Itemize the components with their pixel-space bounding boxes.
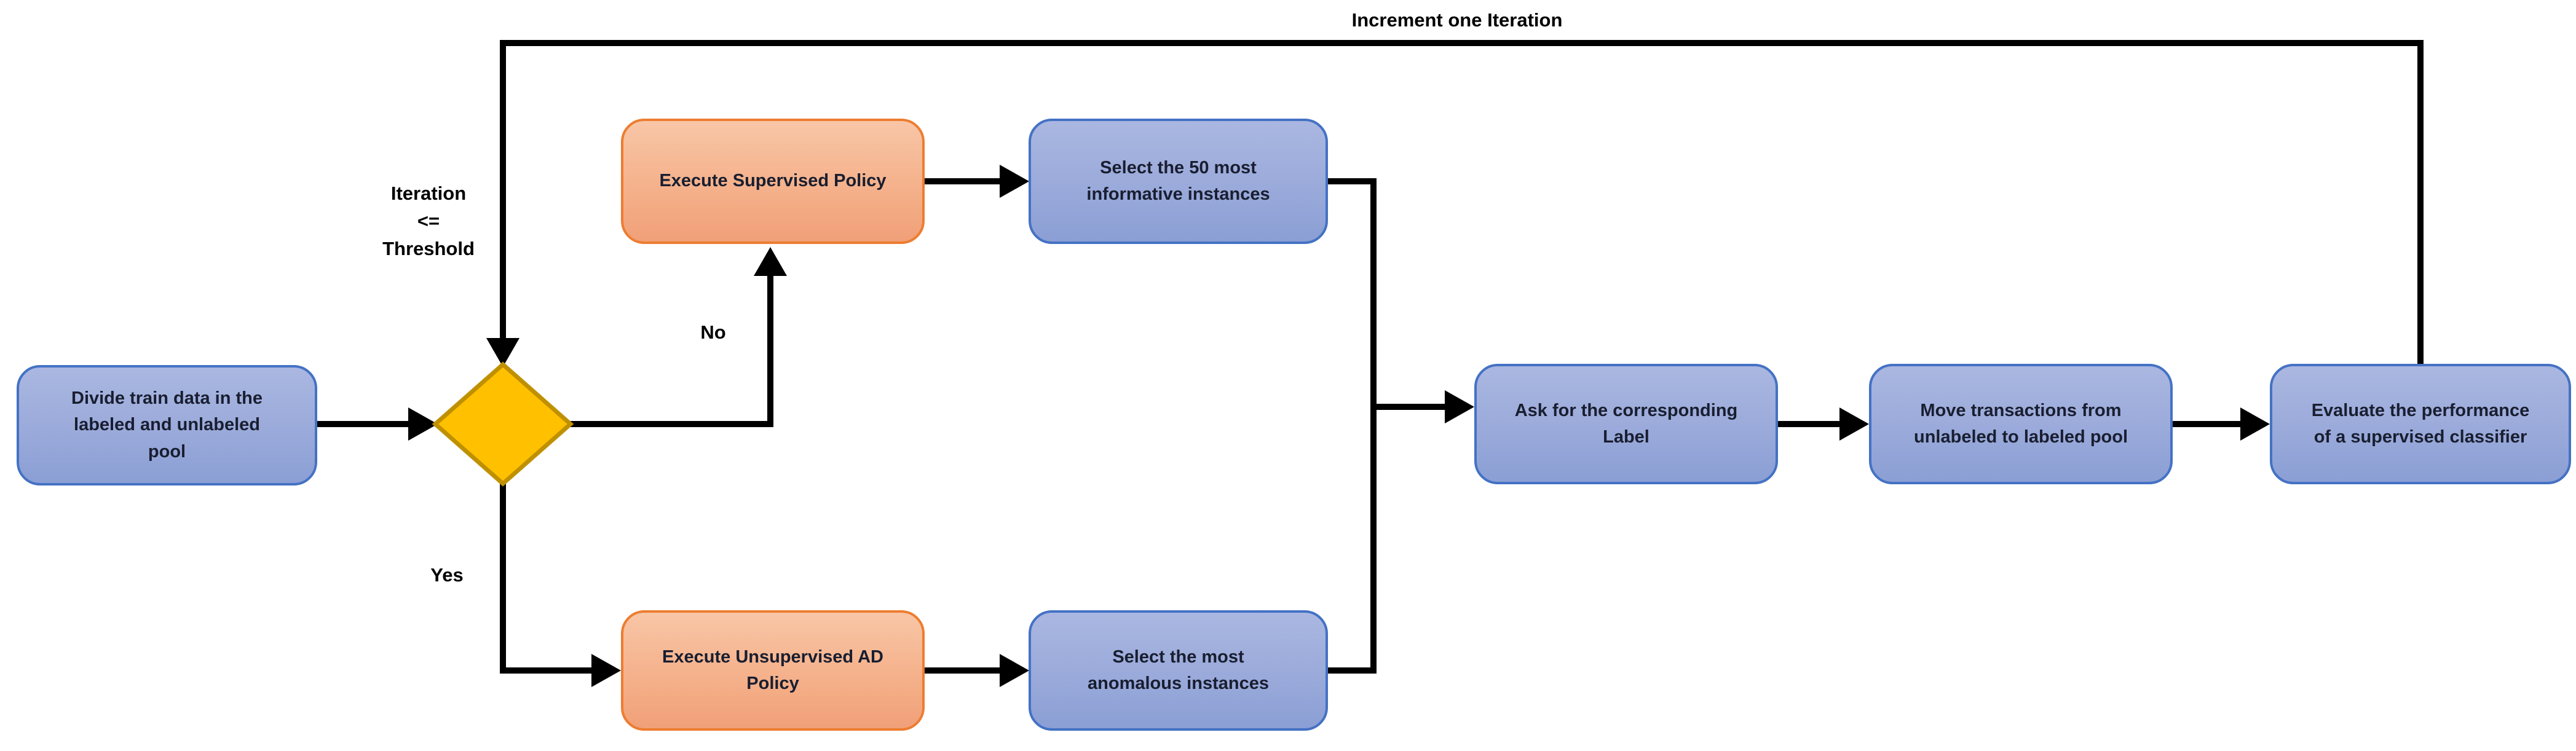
condition-label: Iteration <= Threshold <box>382 183 475 259</box>
edge-no-branch <box>567 247 787 427</box>
arrowhead-down-icon <box>486 338 520 367</box>
edge-merge <box>1328 178 1377 674</box>
node-label: Execute Unsupervised AD Policy <box>662 647 883 694</box>
node-label: Divide train data in the labeled and unl… <box>71 388 263 462</box>
node-execute-unsupervised-ad-policy: Execute Unsupervised AD Policy <box>621 610 925 731</box>
node-move-transactions: Move transactions from unlabeled to labe… <box>1869 364 2173 484</box>
arrowhead-right-icon <box>1000 165 1029 198</box>
edge-divide-to-decision <box>317 407 438 441</box>
node-label: Select the 50 most informative instances <box>1086 157 1270 205</box>
edge-yes-branch <box>500 481 621 687</box>
arrowhead-right-icon <box>591 654 621 687</box>
arrowhead-right-icon <box>1445 390 1474 423</box>
node-select-informative-instances: Select the 50 most informative instances <box>1029 119 1328 244</box>
arrowhead-right-icon <box>1000 654 1029 687</box>
node-label: Move transactions from unlabeled to labe… <box>1913 400 2128 447</box>
edge-unsupervised-to-select <box>925 654 1029 687</box>
edge-loop-back <box>486 40 2424 367</box>
loop-edge-label: Increment one Iteration <box>1351 9 1563 31</box>
yes-branch-label: Yes <box>430 564 464 586</box>
no-branch-label: No <box>700 321 726 343</box>
arrowhead-up-icon <box>754 247 787 276</box>
arrowhead-right-icon <box>408 407 438 441</box>
edge-merge-to-ask <box>1373 390 1474 423</box>
edge-move-to-evaluate <box>2173 407 2270 441</box>
node-label: Evaluate the performance of a supervised… <box>2311 400 2530 447</box>
edge-ask-to-move <box>1778 407 1869 441</box>
node-label: Select the most anomalous instances <box>1088 647 1269 694</box>
node-divide-train-data: Divide train data in the labeled and unl… <box>17 365 317 486</box>
node-label: Execute Supervised Policy <box>659 171 887 191</box>
node-execute-supervised-policy: Execute Supervised Policy <box>621 119 925 244</box>
arrowhead-right-icon <box>1839 407 1869 441</box>
node-label: Ask for the corresponding Label <box>1514 400 1738 447</box>
decision-diamond <box>432 361 574 487</box>
node-select-anomalous-instances: Select the most anomalous instances <box>1029 610 1328 731</box>
edge-supervised-to-select <box>925 165 1029 198</box>
node-ask-for-label: Ask for the corresponding Label <box>1474 364 1778 484</box>
node-evaluate-performance: Evaluate the performance of a supervised… <box>2270 364 2571 484</box>
arrowhead-right-icon <box>2240 407 2270 441</box>
